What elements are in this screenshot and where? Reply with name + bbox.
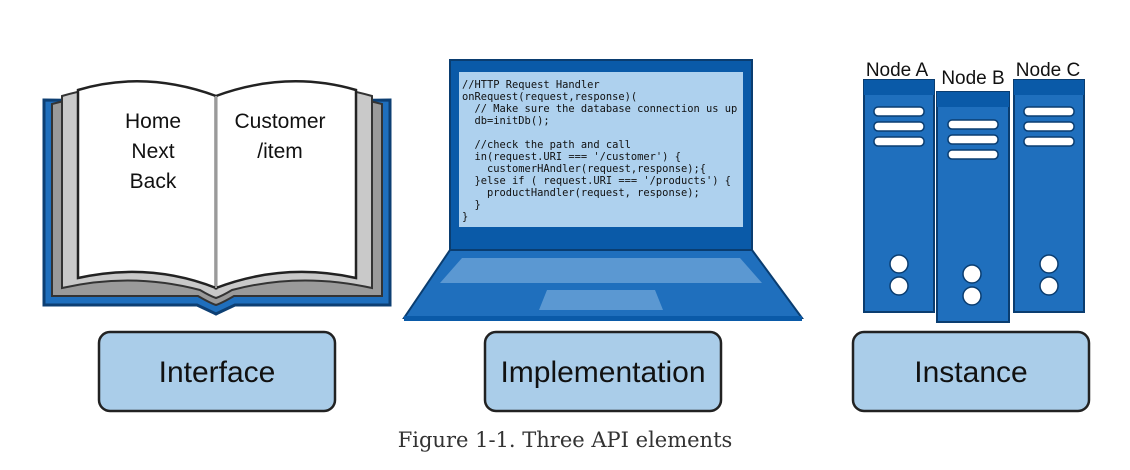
instance-label: Instance xyxy=(914,356,1027,389)
code-line: // Make sure the database connection us … xyxy=(462,103,737,115)
code-block: //HTTP Request Handler onRequest(request… xyxy=(462,79,737,223)
server-node-a xyxy=(863,79,935,313)
server-node-b xyxy=(936,91,1010,323)
code-line: //HTTP Request Handler xyxy=(462,79,600,91)
laptop-illustration: //HTTP Request Handler onRequest(request… xyxy=(402,59,804,321)
book-page-right xyxy=(214,80,358,290)
code-line: in(request.URI === '/customer') { xyxy=(462,151,681,163)
book-left-line-2: Next xyxy=(131,140,174,163)
laptop-keyboard xyxy=(440,258,762,283)
node-c-label: Node C xyxy=(1016,60,1080,81)
code-line: //check the path and call xyxy=(462,139,631,151)
laptop-trackpad xyxy=(539,290,663,310)
book-right-line-1: Customer xyxy=(234,110,325,133)
interface-label-box: Interface xyxy=(97,330,337,413)
code-line: productHandler(request, response); xyxy=(462,187,700,199)
laptop-screen xyxy=(459,72,743,227)
code-line: } xyxy=(462,211,468,223)
node-b-label: Node B xyxy=(941,68,1004,89)
book-right-line-2: /item xyxy=(257,140,303,163)
book-left-line-1: Home xyxy=(125,110,181,133)
code-line: } xyxy=(462,199,481,211)
implementation-label: Implementation xyxy=(500,356,705,389)
book-left-line-3: Back xyxy=(130,170,177,193)
implementation-label-box: Implementation xyxy=(483,330,723,413)
book-illustration: Home Next Back Customer /item xyxy=(42,80,392,316)
server-node-c xyxy=(1013,79,1085,313)
instance-label-box: Instance xyxy=(851,330,1091,413)
code-line: onRequest(request,response)( xyxy=(462,91,637,103)
code-line: }else if ( request.URI === '/products') … xyxy=(462,175,731,187)
interface-label: Interface xyxy=(159,356,276,389)
figure-caption: Figure 1-1. Three API elements xyxy=(397,428,733,452)
code-line: customerHAndler(request,response);{ xyxy=(462,163,706,175)
code-line: db=initDb(); xyxy=(462,115,550,127)
node-a-label: Node A xyxy=(866,60,929,81)
